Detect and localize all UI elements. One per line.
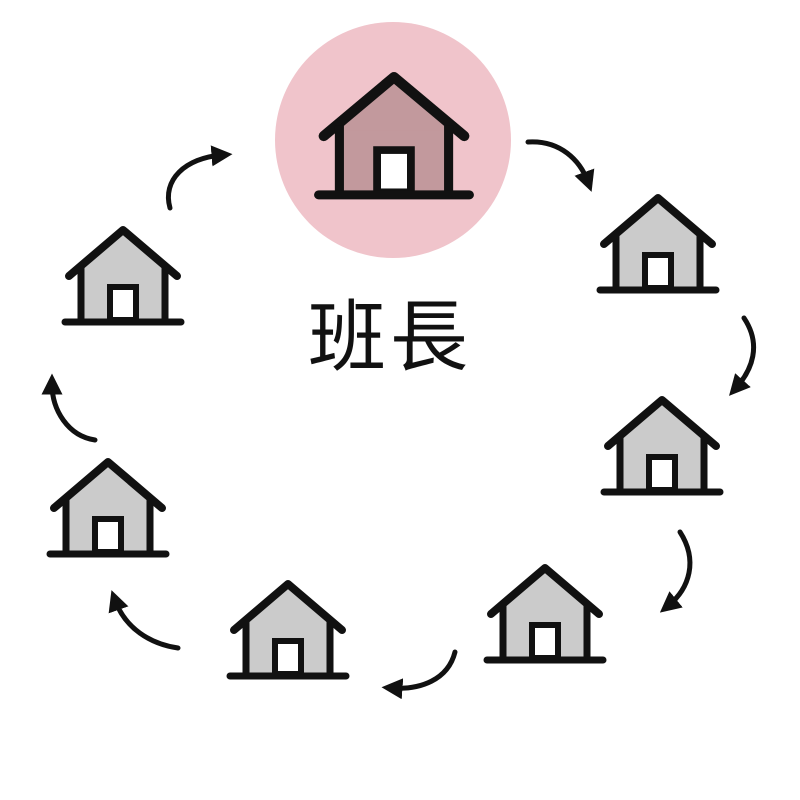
leader-label: 班長: [307, 293, 472, 383]
arrow-icon: [381, 649, 458, 700]
house-icon: [604, 400, 720, 492]
arrow-icon: [108, 590, 181, 651]
house-icon: [487, 568, 603, 660]
arrow-icon: [166, 145, 233, 211]
arrow-icon: [525, 139, 595, 192]
house-icon: [50, 462, 166, 554]
house-icon: [230, 584, 346, 676]
arrow-icon: [659, 529, 693, 613]
house-icon: [65, 230, 181, 322]
house-icon: [600, 198, 716, 290]
arrow-icon: [729, 315, 757, 396]
arrow-icon: [41, 373, 98, 443]
